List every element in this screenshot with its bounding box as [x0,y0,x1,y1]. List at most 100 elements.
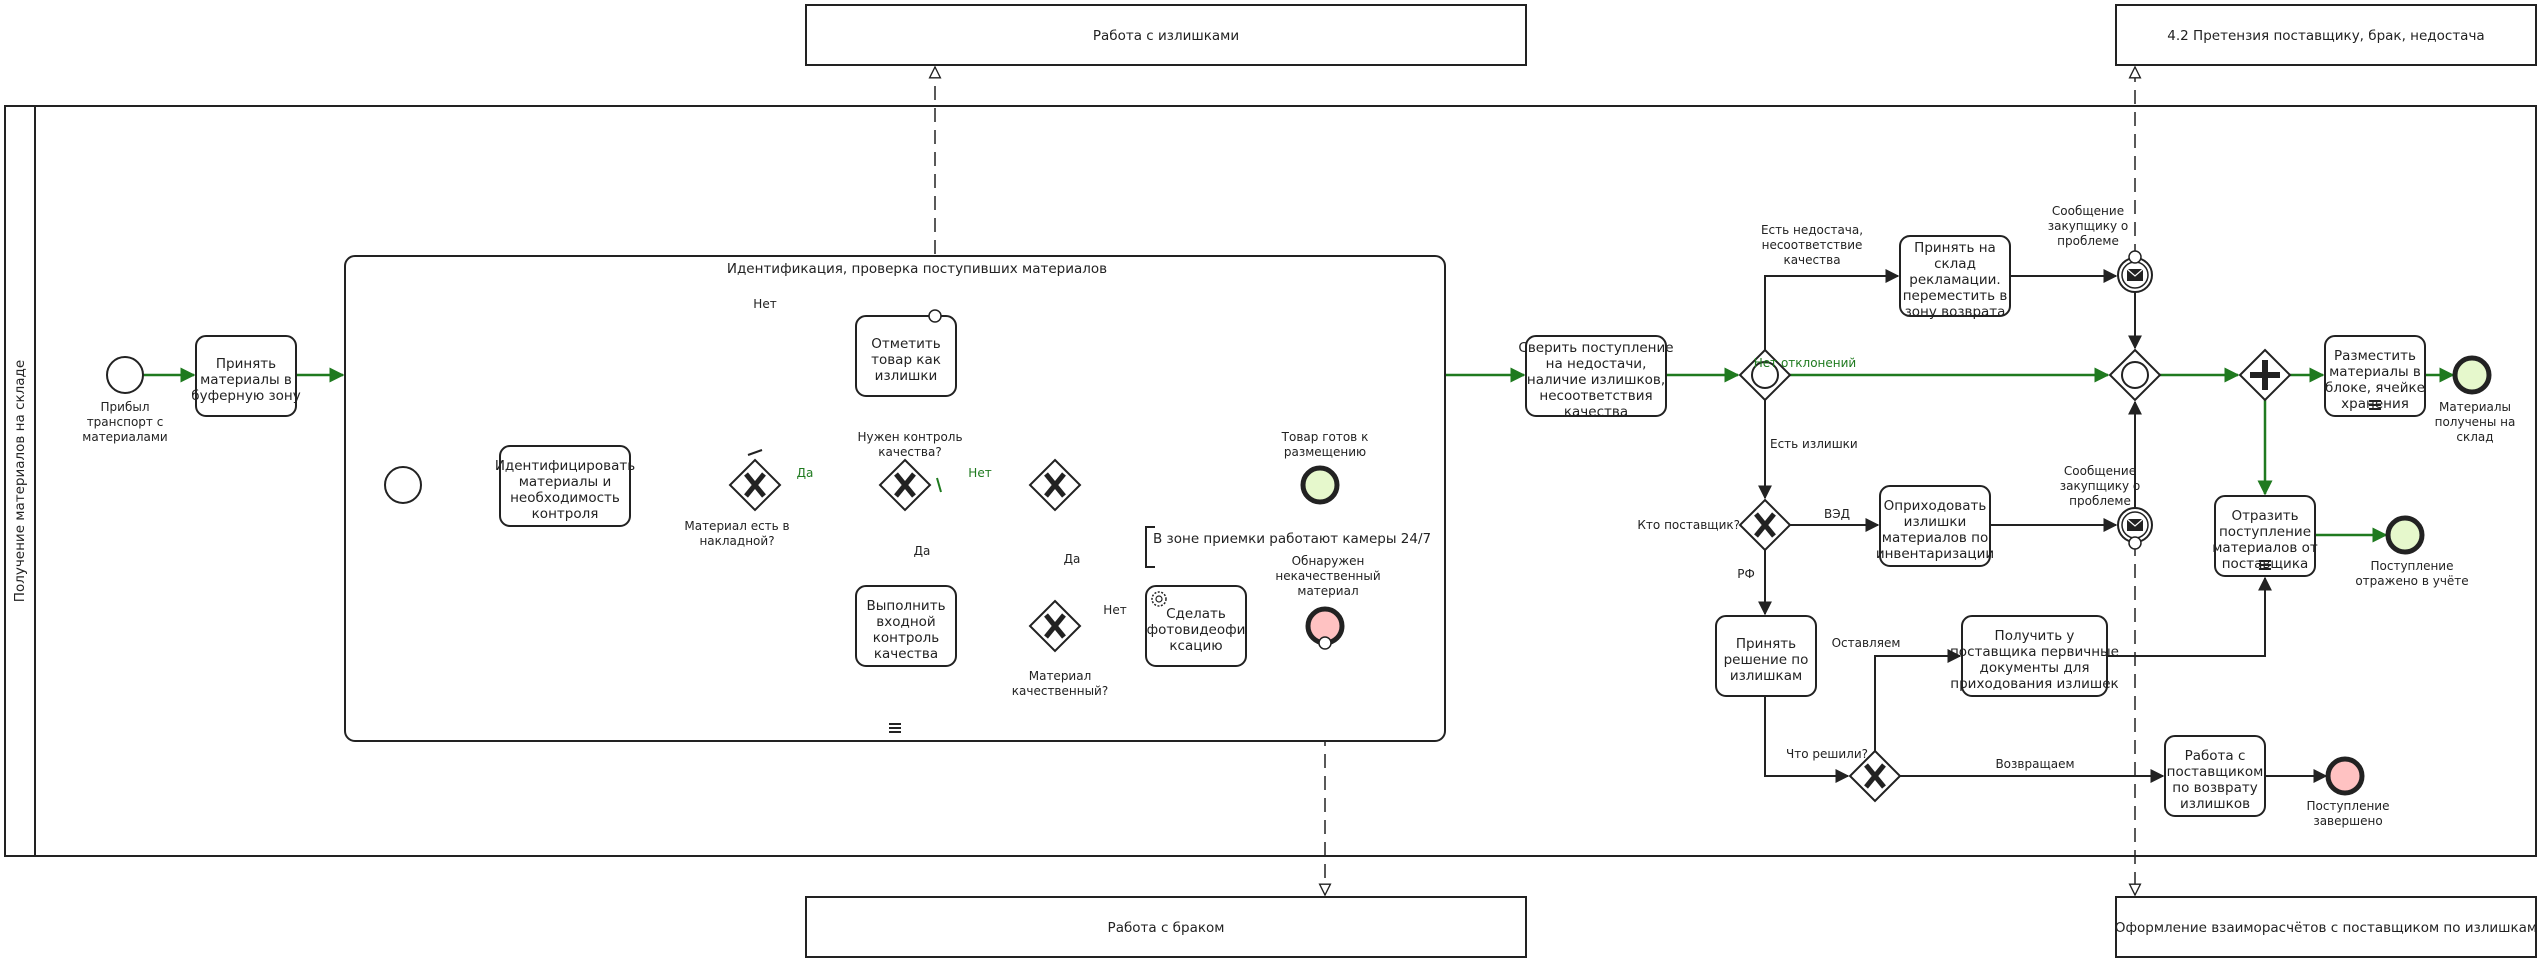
label-line: материалы в [2329,364,2421,380]
lane-title: Получение материалов на складе [12,360,28,602]
label-line: Работа с [2185,748,2246,764]
pool-settlement[interactable]: Оформление взаиморасчётов с поставщиком … [2115,896,2537,958]
label-line: материал [1297,584,1358,598]
flow-label-no: Нет [968,466,991,480]
sequence-flow[interactable] [1764,696,1850,783]
label-line: Идентификация, проверка поступивших мате… [727,261,1107,277]
boundary-event [1318,636,1332,650]
label-line: Выполнить [866,598,945,614]
gateway-merge[interactable] [1028,458,1082,512]
gateway-supplier[interactable]: Кто поставщик? [1637,498,1792,552]
label-line: Сделать [1166,606,1226,622]
label-line: Да [797,466,814,480]
gateway-label: Что решили? [1786,747,1868,761]
label-line: Кто поставщик? [1637,518,1740,532]
label-line: материалы в [200,372,292,388]
label-line: Оставляем [1832,636,1901,650]
flow-label-no-deviation: Нет отклонений [1754,356,1856,370]
label-line: Принять [1736,636,1796,652]
gateway-deviations[interactable] [1738,348,1792,402]
label-line: Нет [1103,603,1126,617]
label-line: документы для [1980,660,2090,676]
label-line: размещению [1284,445,1366,459]
multi-instance-icon [2259,560,2271,570]
exclusive-x-icon [1044,613,1066,639]
label-line: проблеме [2069,494,2131,508]
envelope-icon [2126,268,2144,281]
label-line: зону возврата [1905,304,2006,320]
gateway-event-merge[interactable] [2108,348,2162,402]
pool-title: Оформление взаиморасчётов с поставщиком … [2115,920,2537,936]
label-line: Прибыл [101,400,150,414]
label-line: 4.2 Претензия поставщику, брак, недостач… [2167,28,2484,44]
label-line: склад [1934,256,1976,272]
exclusive-x-icon [894,472,916,498]
label-line: Получить у [1995,628,2075,644]
label-line: несоответствия [1539,388,1652,404]
label-line: Принять на [1914,240,1996,256]
label-line: некачественный [1275,569,1380,583]
label-line: Поступление [2307,799,2390,813]
envelope-icon [2126,518,2144,531]
gateway-parallel[interactable] [2238,348,2292,402]
pool-surplus[interactable]: Работа с излишками [805,4,1527,66]
label-line: Сообщение [2064,464,2136,478]
label-line: Работа с браком [1108,920,1225,936]
sequence-flow[interactable] [2107,576,2272,657]
label-line: Поступление [2371,559,2454,573]
gear-icon [1151,591,1167,607]
label-line: Принять [216,356,276,372]
boundary-event[interactable] [928,309,942,323]
text-annotation: В зоне приемки работают камеры 24/7 [1153,531,1431,547]
pool-defects[interactable]: Работа с браком [805,896,1527,958]
start-event-subprocess[interactable] [384,466,422,504]
label-line: Есть излишки [1770,437,1858,451]
flow-label-yes: Да [914,544,931,558]
label-line: рекламации. [1909,272,2000,288]
sequence-flow[interactable] [1764,269,1900,350]
label-line: получены на [2435,415,2516,429]
label-line: Нет отклонений [1754,356,1856,370]
label-line: Возвращаем [1995,757,2074,771]
gateway-decision[interactable]: Что решили? [1786,747,1902,803]
pool-claim[interactable]: 4.2 Претензия поставщику, брак, недостач… [2115,4,2537,66]
label-line: Оформление взаиморасчётов с поставщиком … [2115,920,2537,936]
sequence-flow[interactable] [1874,649,1962,751]
